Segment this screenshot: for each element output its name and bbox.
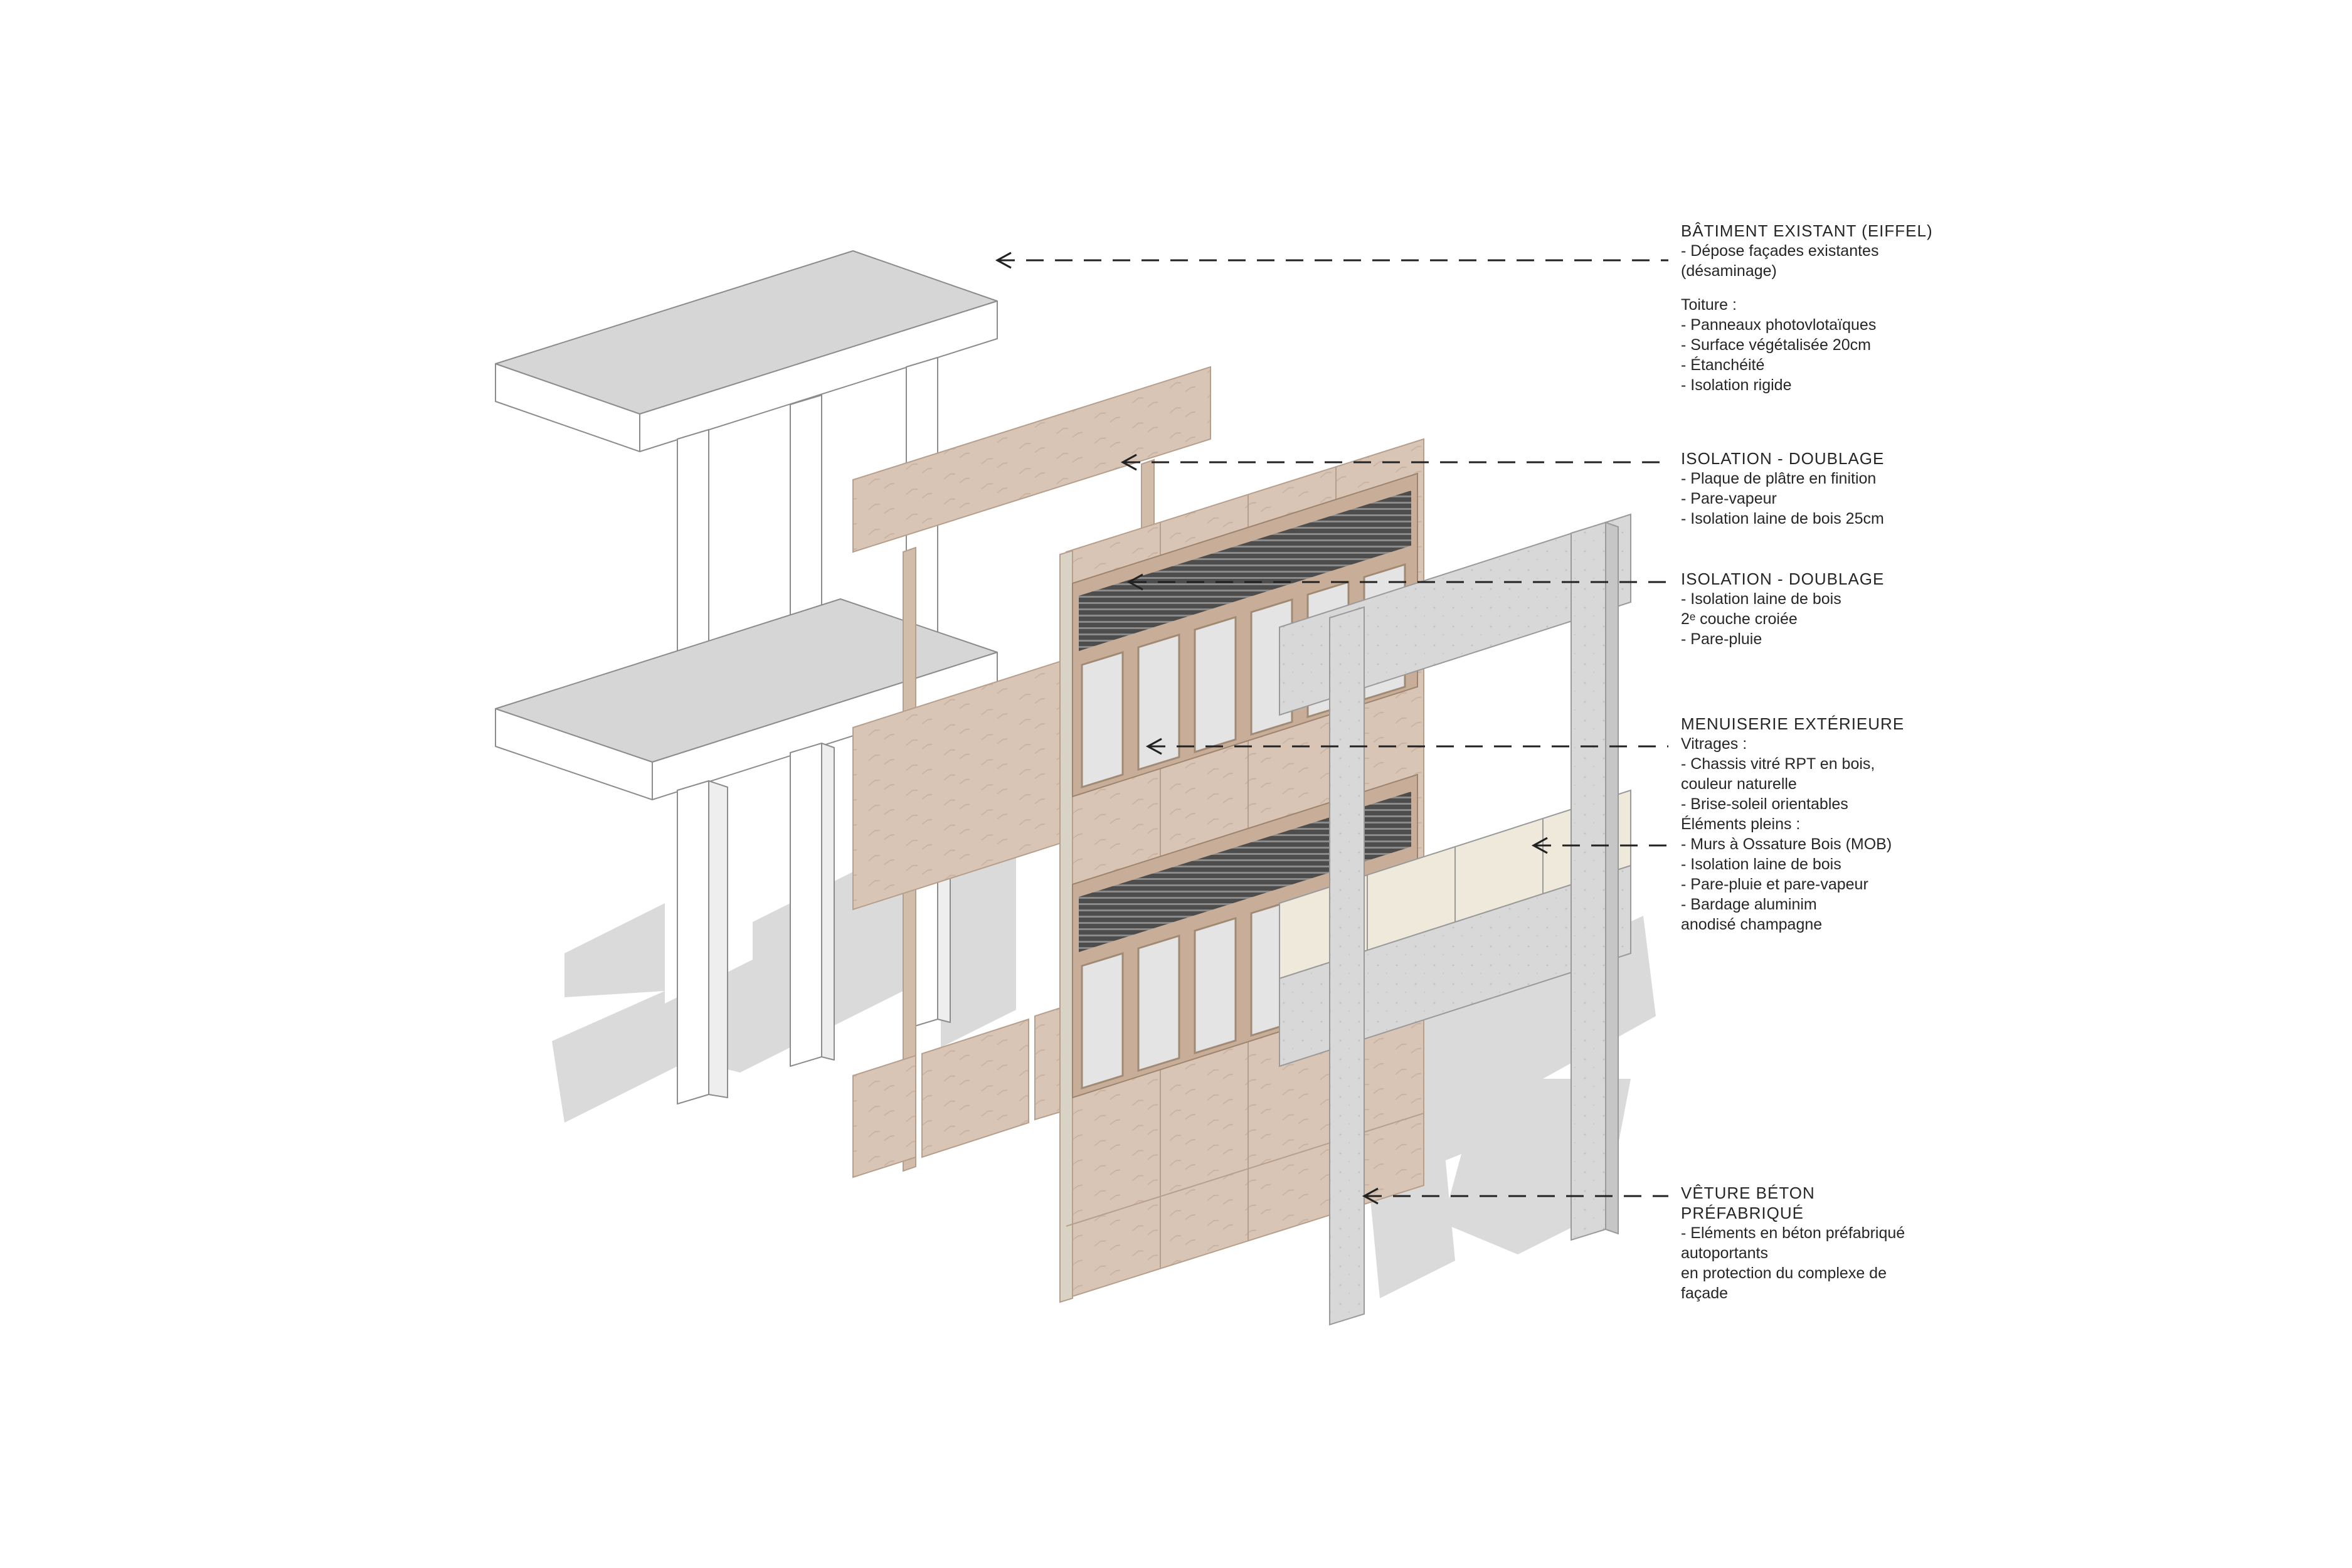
annotation-line: - Isolation rigide — [1681, 376, 1792, 394]
annotation-line: - Étanchéité — [1681, 356, 1765, 374]
annotation-line: - Murs à Ossature Bois (MOB) — [1681, 835, 1892, 853]
annotation-line: - Isolation laine de bois — [1681, 856, 1841, 873]
existing-structure — [495, 250, 998, 1104]
annotation-line: - Pare-pluie — [1681, 630, 1762, 648]
annotation-line: - Isolation laine de bois — [1681, 590, 1841, 608]
annotation-isolation-doublage-1: ISOLATION - DOUBLAGE - Plaque de plâtre … — [1681, 448, 2032, 529]
annotation-isolation-doublage-2: ISOLATION - DOUBLAGE - Isolation laine d… — [1681, 569, 2032, 649]
annotation-heading: PRÉFABRIQUÉ — [1681, 1204, 1804, 1222]
annotation-line: - Brise-soleil orientables — [1681, 795, 1848, 813]
annotation-line: Toiture : — [1681, 296, 1737, 314]
annotation-heading: MENUISERIE EXTÉRIEURE — [1681, 714, 1905, 733]
annotation-line: autoportants — [1681, 1244, 1768, 1262]
arrow-batiment-existant — [995, 252, 1668, 269]
annotation-line: - Chassis vitré RPT en bois, — [1681, 755, 1875, 773]
arrow-menuiserie-elements-pleins — [1531, 837, 1668, 854]
leader-arrows — [995, 252, 1668, 1205]
annotation-line: - Pare-pluie et pare-vapeur — [1681, 876, 1868, 893]
annotation-line: - Bardage aluminim — [1681, 896, 1817, 913]
annotation-line: anodisé champagne — [1681, 916, 1823, 933]
annotation-line: Vitrages : — [1681, 735, 1747, 753]
precast-concrete-cladding — [1279, 513, 1631, 1326]
arrow-veture-beton — [1362, 1187, 1668, 1205]
arrow-isolation-doublage-2 — [1126, 573, 1668, 591]
annotation-line: Éléments pleins : — [1681, 815, 1801, 833]
annotation-line: en protection du complexe de — [1681, 1264, 1887, 1282]
annotation-line: - Pare-vapeur — [1681, 490, 1777, 507]
annotation-heading: BÂTIMENT EXISTANT (EIFFEL) — [1681, 221, 1933, 240]
annotation-line: - Surface végétalisée 20cm — [1681, 336, 1871, 354]
annotation-menuiserie-exterieure: MENUISERIE EXTÉRIEURE Vitrages : - Chass… — [1681, 714, 2032, 935]
annotation-line: 2ᵉ couche croiée — [1681, 610, 1798, 628]
annotation-line: - Plaque de plâtre en finition — [1681, 470, 1877, 487]
annotation-line: - Panneaux photovlotaïques — [1681, 316, 1877, 334]
annotation-heading: VÊTURE BÉTON — [1681, 1184, 1815, 1202]
arrow-menuiserie-exterieure — [1145, 738, 1668, 755]
annotation-line: (désaminage) — [1681, 262, 1777, 280]
annotation-line: - Dépose façades existantes — [1681, 242, 1879, 260]
annotation-batiment-existant: BÂTIMENT EXISTANT (EIFFEL) - Dépose faça… — [1681, 221, 2032, 395]
annotation-heading: ISOLATION - DOUBLAGE — [1681, 449, 1885, 468]
annotation-line: - Isolation laine de bois 25cm — [1681, 510, 1884, 527]
annotation-veture-beton: VÊTURE BÉTON PRÉFABRIQUÉ - Eléments en b… — [1681, 1183, 2032, 1303]
arrow-isolation-doublage-1 — [1120, 453, 1668, 471]
annotation-heading: ISOLATION - DOUBLAGE — [1681, 569, 1885, 588]
annotation-line: façade — [1681, 1285, 1729, 1302]
annotation-line: couleur naturelle — [1681, 775, 1797, 793]
annotation-line: - Eléments en béton préfabriqué — [1681, 1224, 1905, 1242]
